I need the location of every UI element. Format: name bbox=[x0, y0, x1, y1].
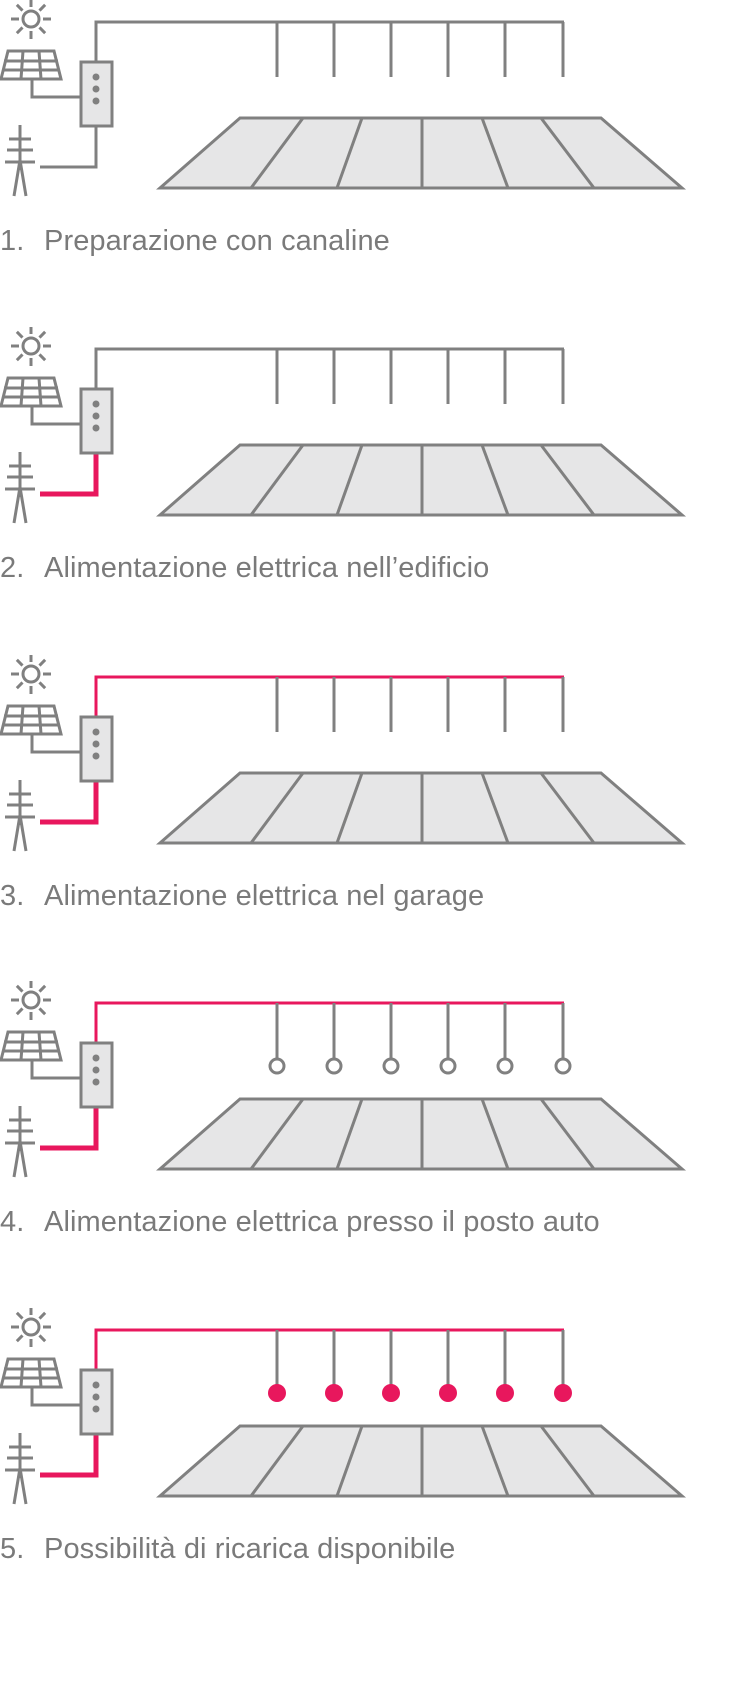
solar-panel-icon bbox=[0, 1357, 63, 1389]
charging-point-icon bbox=[268, 1384, 286, 1402]
step-label: Possibilità di ricarica disponibile bbox=[44, 1533, 456, 1565]
parking-space-divider bbox=[249, 117, 305, 189]
distribution-box-icon bbox=[79, 387, 114, 455]
parking-space-divider bbox=[539, 444, 596, 516]
parking-floor bbox=[156, 1424, 687, 1498]
step-number: 2. bbox=[0, 552, 25, 584]
parking-space-divider bbox=[335, 117, 364, 189]
step-number: 1. bbox=[0, 225, 25, 257]
step-caption: 5. Possibilità di ricarica disponibile bbox=[0, 1533, 686, 1566]
step-caption: 2. Alimentazione elettrica nell’edificio bbox=[0, 552, 686, 585]
power-pylon-icon bbox=[5, 1433, 35, 1505]
step-number: 4. bbox=[0, 1206, 25, 1238]
step-number: 5. bbox=[0, 1533, 25, 1565]
outlet-icon bbox=[496, 1057, 514, 1075]
solar-panel-icon bbox=[0, 704, 63, 736]
step-diagram bbox=[0, 1308, 687, 1505]
parking-space-divider bbox=[335, 444, 364, 516]
step-caption: 4. Alimentazione elettrica presso il post… bbox=[0, 1206, 686, 1239]
step-4: 4. Alimentazione elettrica presso il post… bbox=[0, 981, 734, 1281]
sun-icon bbox=[11, 1308, 51, 1347]
charging-point-icon bbox=[554, 1384, 572, 1402]
solar-cable bbox=[30, 734, 82, 754]
solar-cable bbox=[30, 406, 82, 426]
solar-panel-icon bbox=[0, 1030, 63, 1062]
parking-space-divider bbox=[480, 444, 510, 516]
solar-cable bbox=[30, 79, 82, 99]
sun-icon bbox=[11, 0, 51, 39]
power-pylon-icon bbox=[5, 125, 35, 197]
solar-panel-icon bbox=[0, 49, 63, 81]
grid-cable bbox=[40, 781, 99, 825]
step-diagram bbox=[0, 327, 687, 524]
step-1: 1. Preparazione con canaline bbox=[0, 0, 734, 300]
charging-point-icon bbox=[439, 1384, 457, 1402]
step-diagram bbox=[0, 0, 687, 197]
garage-main-line bbox=[94, 347, 564, 389]
outlet-icon bbox=[325, 1057, 343, 1075]
parking-space-divider bbox=[480, 772, 510, 844]
parking-space-divider bbox=[249, 444, 305, 516]
step-label: Preparazione con canaline bbox=[44, 225, 390, 257]
distribution-box-icon bbox=[79, 60, 114, 128]
parking-space-divider bbox=[539, 117, 596, 189]
outlet-icon bbox=[268, 1057, 286, 1075]
parking-space-divider bbox=[249, 772, 305, 844]
step-2: 2. Alimentazione elettrica nell’edificio bbox=[0, 327, 734, 627]
parking-floor bbox=[156, 443, 687, 517]
garage-main-line bbox=[94, 20, 564, 62]
solar-cable bbox=[30, 1387, 82, 1407]
grid-cable bbox=[40, 126, 98, 169]
garage-main-line bbox=[94, 675, 564, 717]
charging-point-icon bbox=[496, 1384, 514, 1402]
parking-space-divider bbox=[539, 772, 596, 844]
garage-main-line bbox=[94, 1328, 564, 1370]
power-pylon-icon bbox=[5, 452, 35, 524]
power-pylon-icon bbox=[5, 1106, 35, 1178]
sun-icon bbox=[11, 981, 51, 1020]
garage-main-line bbox=[94, 1001, 564, 1043]
sun-icon bbox=[11, 327, 51, 366]
parking-space-divider bbox=[249, 1098, 305, 1170]
step-label: Alimentazione elettrica nel garage bbox=[44, 880, 485, 912]
parking-space-divider bbox=[480, 117, 510, 189]
distribution-box-icon bbox=[79, 1368, 114, 1436]
step-diagram bbox=[0, 655, 687, 852]
parking-space-divider bbox=[480, 1098, 510, 1170]
step-5: 5. Possibilità di ricarica disponibile bbox=[0, 1308, 734, 1608]
outlet-icon bbox=[554, 1057, 572, 1075]
parking-floor bbox=[156, 1097, 687, 1171]
distribution-box-icon bbox=[79, 1041, 114, 1109]
parking-space-divider bbox=[249, 1425, 305, 1497]
grid-cable bbox=[40, 453, 99, 497]
distribution-box-icon bbox=[79, 715, 114, 783]
grid-cable bbox=[40, 1434, 99, 1478]
outlet-icon bbox=[439, 1057, 457, 1075]
charging-point-icon bbox=[382, 1384, 400, 1402]
charging-point-icon bbox=[325, 1384, 343, 1402]
solar-cable bbox=[30, 1060, 82, 1080]
step-label: Alimentazione elettrica nell’edificio bbox=[44, 552, 490, 584]
parking-floor bbox=[156, 771, 687, 845]
sun-icon bbox=[11, 655, 51, 694]
grid-cable bbox=[40, 1107, 99, 1151]
step-caption: 1. Preparazione con canaline bbox=[0, 225, 686, 258]
outlet-icon bbox=[382, 1057, 400, 1075]
step-diagram bbox=[0, 981, 687, 1178]
power-pylon-icon bbox=[5, 780, 35, 852]
step-number: 3. bbox=[0, 880, 25, 912]
solar-panel-icon bbox=[0, 376, 63, 408]
parking-space-divider bbox=[539, 1425, 596, 1497]
step-3: 3. Alimentazione elettrica nel garage bbox=[0, 655, 734, 955]
parking-space-divider bbox=[335, 1098, 364, 1170]
step-caption: 3. Alimentazione elettrica nel garage bbox=[0, 880, 686, 913]
parking-space-divider bbox=[335, 772, 364, 844]
parking-floor bbox=[156, 116, 687, 190]
parking-space-divider bbox=[539, 1098, 596, 1170]
step-label: Alimentazione elettrica presso il posto … bbox=[44, 1206, 600, 1238]
parking-space-divider bbox=[335, 1425, 364, 1497]
parking-space-divider bbox=[480, 1425, 510, 1497]
